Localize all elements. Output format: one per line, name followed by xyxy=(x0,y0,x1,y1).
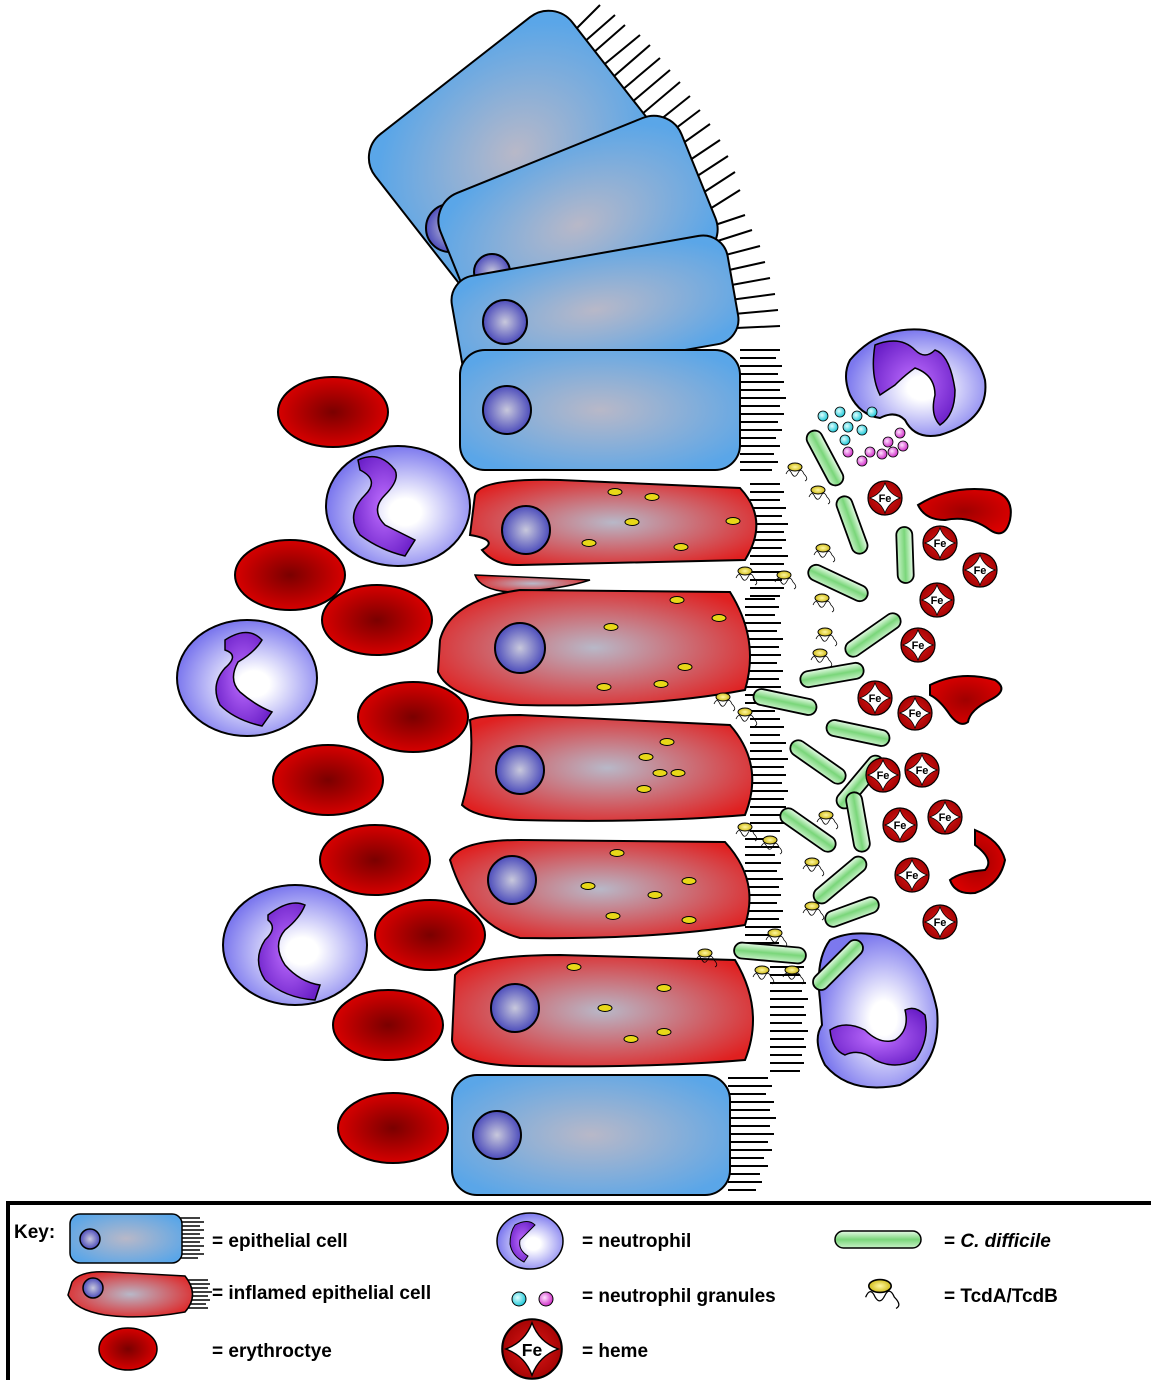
cell-nucleus xyxy=(488,856,536,904)
heme-fe-label: Fe xyxy=(877,770,890,782)
microvilli-bottom xyxy=(728,1078,776,1190)
neutrophil xyxy=(177,620,317,736)
cell-nucleus xyxy=(483,386,531,434)
inflamed-epithelium xyxy=(438,480,808,1071)
legend-neutrophil-icon xyxy=(497,1213,563,1269)
c-difficile xyxy=(842,610,904,660)
legend-label-neutrophil-granules: = neutrophil granules xyxy=(582,1286,776,1307)
heme: Fe xyxy=(858,681,892,715)
lower-epithelium xyxy=(452,1075,776,1195)
legend-label-epithelial-cell: = epithelial cell xyxy=(212,1231,348,1252)
heme-fe-label: Fe xyxy=(931,595,944,607)
cell-nucleus xyxy=(495,623,545,673)
legend: Key: = epithelial cell = inflamed epithe… xyxy=(8,1203,1151,1380)
c-difficile xyxy=(896,527,914,584)
heme-fe-label: Fe xyxy=(912,640,925,652)
heme: Fe xyxy=(901,628,935,662)
legend-inflamed-cell-icon xyxy=(68,1272,212,1317)
heme-fe-label: Fe xyxy=(894,820,907,832)
microvilli-inflamed xyxy=(745,484,808,1071)
legend-title: Key: xyxy=(14,1222,55,1243)
neutrophil xyxy=(223,885,367,1005)
erythrocyte xyxy=(333,990,443,1060)
heme-fe-label: Fe xyxy=(934,917,947,929)
legend-label-heme: = heme xyxy=(582,1341,648,1362)
heme: Fe xyxy=(905,753,939,787)
heme: Fe xyxy=(898,696,932,730)
heme-fe-label: Fe xyxy=(974,565,987,577)
erythrocyte xyxy=(320,825,430,895)
legend-epithelial-cell-icon xyxy=(70,1214,204,1263)
heme: Fe xyxy=(920,583,954,617)
legend-granule-cyan-icon xyxy=(512,1292,526,1306)
heme: Fe xyxy=(963,553,997,587)
erythrocyte xyxy=(358,682,468,752)
c-difficile xyxy=(733,942,806,964)
c-difficile xyxy=(823,895,881,929)
legend-granule-magenta-icon xyxy=(539,1292,553,1306)
heme-fe-label: Fe xyxy=(522,1340,543,1360)
c-difficile xyxy=(804,428,846,488)
erythrocyte xyxy=(273,745,383,815)
heme: Fe xyxy=(895,858,929,892)
legend-c-difficile-icon xyxy=(835,1231,921,1248)
erythrocyte xyxy=(235,540,345,610)
cell-nucleus xyxy=(496,746,544,794)
c-difficile xyxy=(845,791,871,853)
heme: Fe xyxy=(923,905,957,939)
cell-nucleus xyxy=(483,300,527,344)
heme-fe-label: Fe xyxy=(916,765,929,777)
heme: Fe xyxy=(868,481,902,515)
legend-label-toxin: = TcdA/TcdB xyxy=(944,1286,1058,1307)
heme-fe-label: Fe xyxy=(939,812,952,824)
legend-label-inflamed-cell: = inflamed epithelial cell xyxy=(212,1283,431,1304)
neutrophil xyxy=(326,446,470,566)
heme-fe-label: Fe xyxy=(879,493,892,505)
heme: Fe xyxy=(923,526,957,560)
heme: Fe xyxy=(883,808,917,842)
legend-label-c-difficile: = C. difficile xyxy=(944,1231,1051,1252)
erythrocyte xyxy=(322,585,432,655)
legend-erythrocyte-icon xyxy=(99,1328,157,1370)
heme-fe-label: Fe xyxy=(906,870,919,882)
legend-toxin-icon xyxy=(866,1280,899,1309)
legend-heme-icon: Fe xyxy=(502,1319,562,1379)
heme-fe-label: Fe xyxy=(909,708,922,720)
erythrocyte xyxy=(338,1093,448,1163)
erythrocyte xyxy=(375,900,485,970)
heme-fe-label: Fe xyxy=(869,693,882,705)
erythrocyte xyxy=(278,377,388,447)
heme-fe-label: Fe xyxy=(934,538,947,550)
cell-nucleus xyxy=(502,506,550,554)
legend-label-neutrophil: = neutrophil xyxy=(582,1231,691,1252)
inflamed-epithelial-cell xyxy=(438,590,750,705)
c-difficile xyxy=(834,494,870,556)
cell-nucleus xyxy=(473,1111,521,1159)
heme: Fe xyxy=(928,800,962,834)
neutrophil-degranulating xyxy=(846,329,985,436)
legend-label-erythrocyte: = erythroctye xyxy=(212,1341,332,1362)
c-difficile xyxy=(752,688,818,717)
c-difficile xyxy=(787,737,849,787)
cell-nucleus xyxy=(491,984,539,1032)
upper-epithelium xyxy=(357,0,786,470)
heme: Fe xyxy=(866,758,900,792)
c-difficile xyxy=(825,719,891,748)
